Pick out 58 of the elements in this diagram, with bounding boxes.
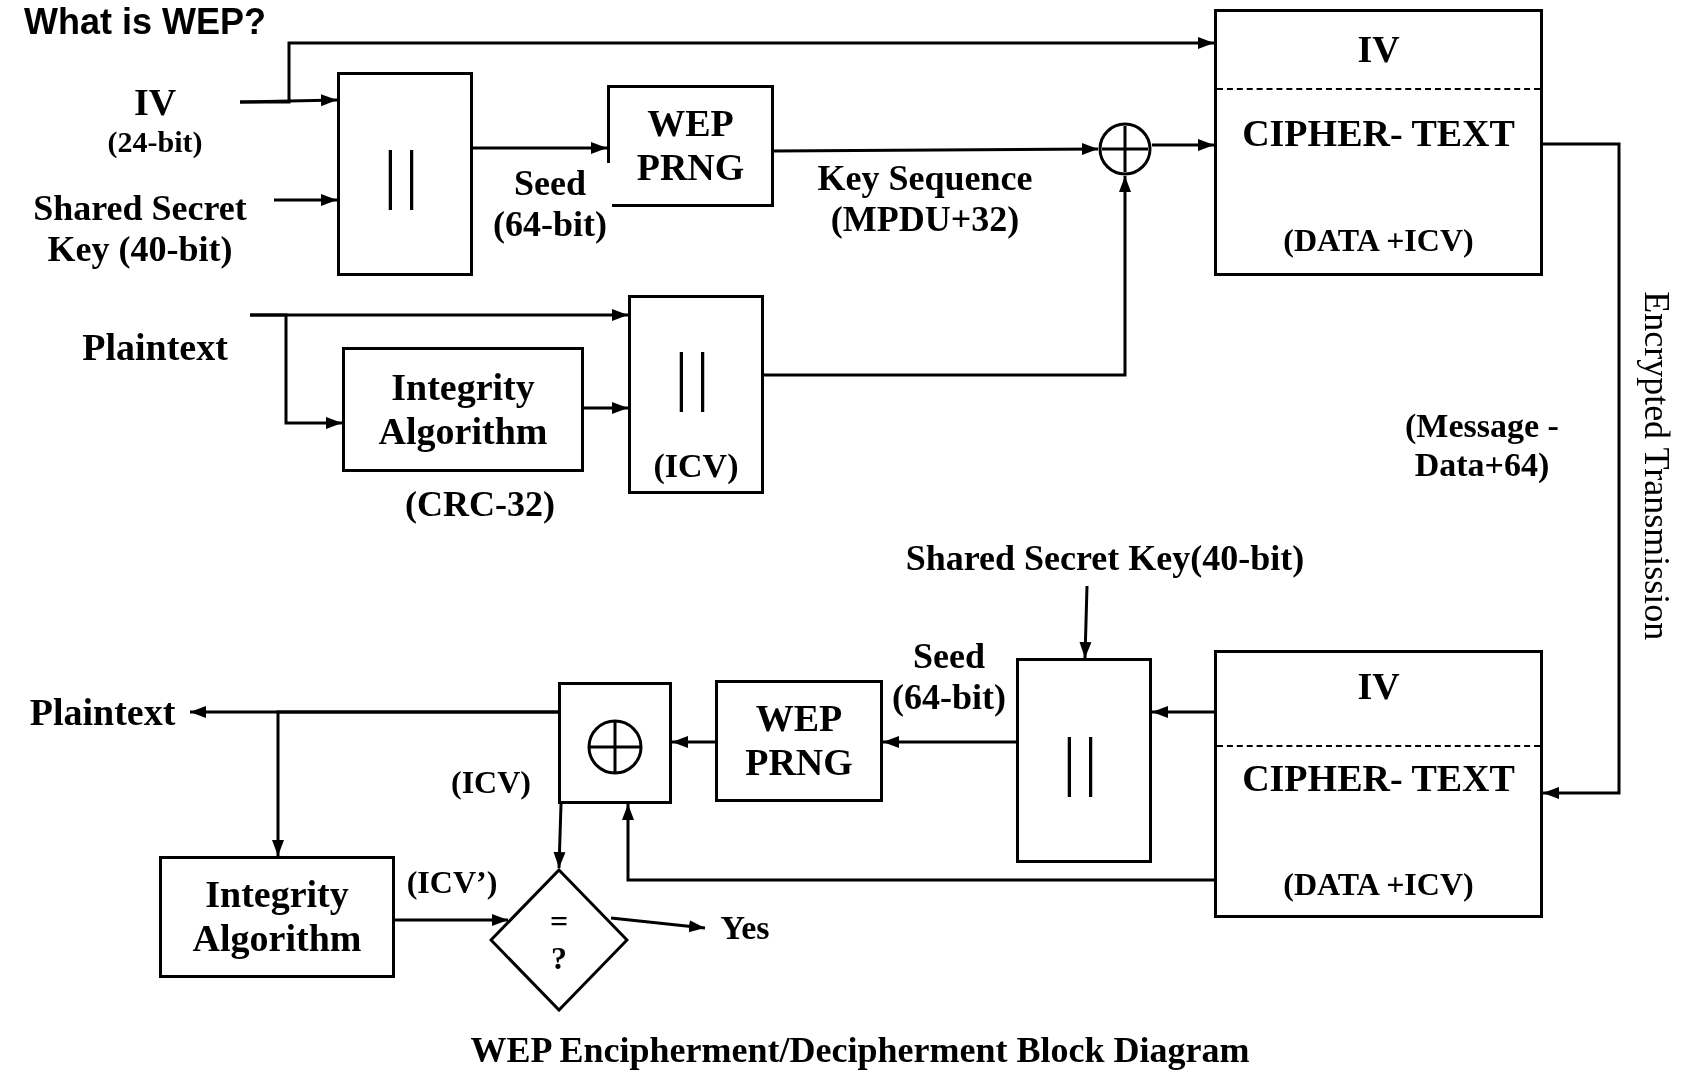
xor-circle (1098, 122, 1152, 176)
arrow (272, 710, 558, 856)
arrow (239, 94, 338, 107)
process-box (715, 680, 883, 802)
process-box (337, 72, 473, 276)
diagram-caption: WEP Encipherment/Decipherment Block Diagram (469, 1030, 1251, 1072)
arrow (622, 804, 1214, 882)
edge-label: Encrypted Transmission (1635, 290, 1677, 643)
concatenation-symbol: || (1062, 722, 1106, 799)
arrow (1152, 706, 1214, 718)
arrow (395, 914, 508, 926)
box-label: Integrity Algorithm (191, 873, 363, 961)
page-title: What is WEP? (24, 2, 266, 42)
box-label: Integrity Algorithm (377, 365, 549, 454)
process-box (628, 295, 764, 494)
process-box (1214, 650, 1543, 918)
annotation: (CRC-32) (404, 484, 556, 526)
arrow (774, 143, 1098, 156)
arrow (672, 736, 715, 748)
arrow (473, 142, 607, 154)
box-label: CIPHER- TEXT (1241, 112, 1516, 156)
text-label: IV (133, 80, 177, 125)
process-box (342, 347, 584, 472)
box-label: IV (1356, 665, 1401, 709)
xor-box (558, 682, 672, 804)
note-label: (Message - Data+64) (1404, 406, 1560, 485)
concatenation-symbol: || (673, 338, 719, 414)
arrow (553, 803, 566, 869)
arrow (584, 402, 628, 414)
box-label: WEP PRNG (635, 102, 746, 190)
box-label: CIPHER- TEXT (1241, 757, 1516, 801)
arrow (274, 194, 337, 206)
box-label: (DATA +ICV) (1282, 222, 1475, 259)
process-box (1214, 9, 1543, 276)
arrow (250, 313, 342, 429)
concatenation-symbol: || (383, 136, 427, 212)
process-box (1016, 658, 1152, 863)
text-label: (24-bit) (107, 124, 203, 160)
arrow (1079, 585, 1092, 659)
arrow (1543, 142, 1621, 799)
arrow (764, 176, 1131, 377)
box-label: IV (1356, 28, 1401, 72)
text-label: Plaintext (82, 326, 228, 370)
text-label: Plaintext (29, 691, 176, 735)
arrow (610, 916, 706, 933)
process-box (607, 85, 774, 207)
process-box (159, 856, 395, 978)
box-label: WEP PRNG (744, 697, 854, 785)
arrow (240, 37, 1214, 104)
arrow (1152, 139, 1214, 151)
text-label: Yes (720, 908, 770, 948)
arrow (883, 736, 1016, 748)
text-label: Shared Secret Key (40-bit) (32, 187, 248, 271)
text-label: Shared Secret Key(40-bit) (905, 538, 1305, 580)
box-label: ? (551, 940, 567, 977)
box-label: (ICV) (652, 446, 740, 486)
box-label: = (549, 903, 569, 940)
box-label: (DATA +ICV) (1282, 866, 1475, 903)
